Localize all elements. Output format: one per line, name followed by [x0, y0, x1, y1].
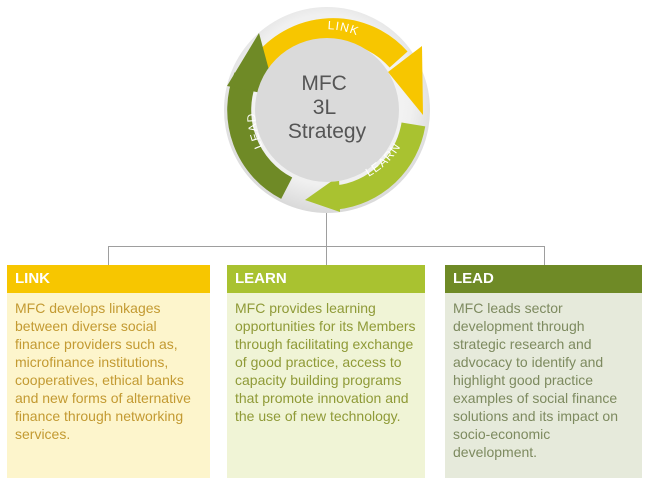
- link-arrow: [252, 18, 423, 115]
- link-box: LINK MFC develops linkages between diver…: [7, 265, 210, 478]
- connector-drop-lead: [544, 246, 545, 265]
- center-title-line-1: MFC: [301, 72, 347, 95]
- lead-box-text: MFC leads sector development through str…: [453, 300, 618, 460]
- link-box-title: LINK: [7, 265, 210, 293]
- inner-circle: [255, 38, 399, 182]
- center-title: MFC 3L Strategy: [288, 72, 367, 143]
- center-title-line-3: Strategy: [288, 120, 367, 143]
- connector-drop-learn: [326, 246, 327, 265]
- strategy-cycle-diagram: MFC 3L Strategy LINK LEARN LEAD: [224, 7, 430, 213]
- learn-arrow: [305, 122, 426, 212]
- connector-drop-link: [108, 246, 109, 265]
- learn-box: LEARN MFC provides learning opportunitie…: [227, 265, 425, 478]
- learn-box-text: MFC provides learning opportunities for …: [235, 300, 416, 424]
- connector-vertical-main: [326, 213, 327, 246]
- center-title-line-2: 3L: [313, 96, 336, 119]
- learn-box-title: LEARN: [227, 265, 425, 293]
- lead-box: LEAD MFC leads sector development throug…: [445, 265, 642, 478]
- link-box-text: MFC develops linkages between diverse so…: [15, 300, 191, 442]
- lead-box-title: LEAD: [445, 265, 642, 293]
